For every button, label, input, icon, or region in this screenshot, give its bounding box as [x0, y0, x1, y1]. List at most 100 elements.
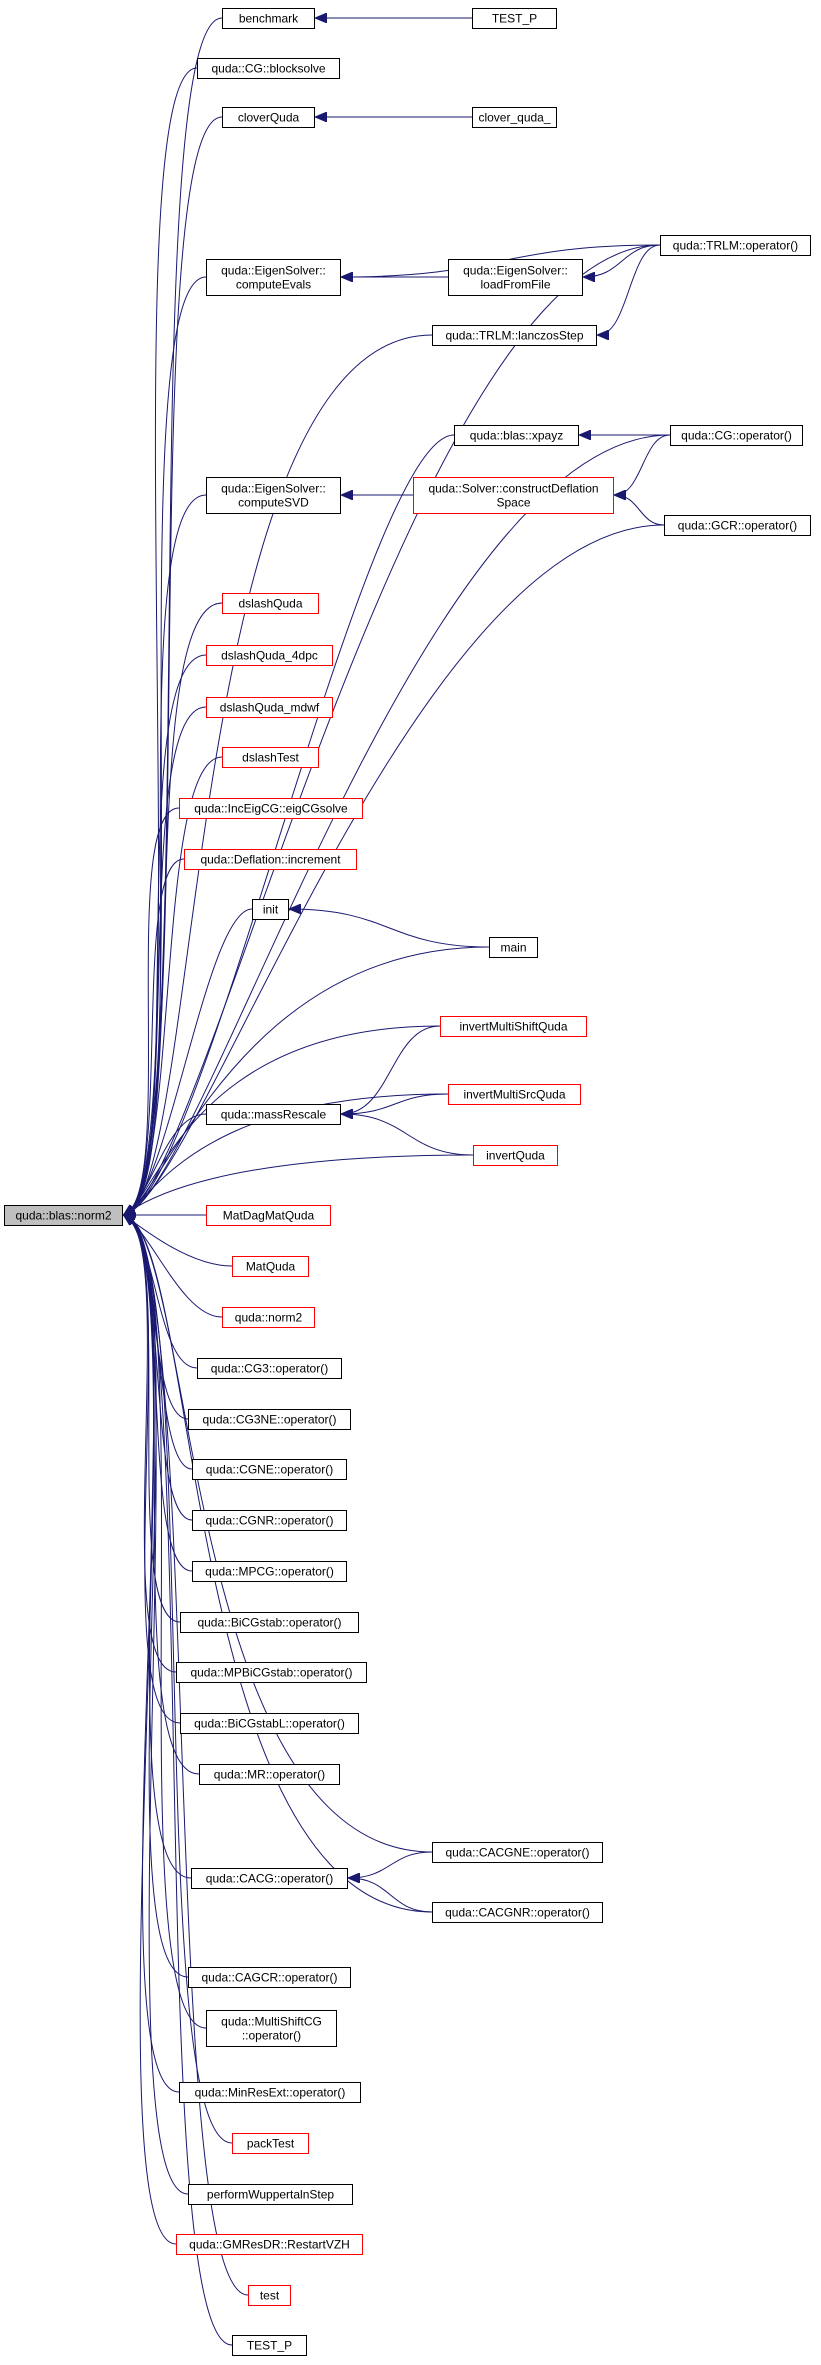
node-box [206, 477, 341, 514]
node-init[interactable]: init [252, 899, 289, 920]
node-label: quda::TRLM::operator() [673, 239, 798, 253]
node-matdagmat[interactable]: MatDagMatQuda [206, 1205, 331, 1226]
node-label: MatQuda [246, 1260, 296, 1274]
node-box [448, 259, 583, 296]
node-box [222, 1307, 315, 1328]
node-deflation-inc[interactable]: quda::Deflation::increment [184, 849, 357, 870]
node-root[interactable]: quda::blas::norm2 [4, 1205, 123, 1226]
node-label: quda::IncEigCG::eigCGsolve [194, 802, 348, 816]
edge-invertmultishift-to-massrescale [342, 1025, 441, 1114]
node-label: quda::TRLM::lanczosStep [445, 329, 583, 343]
edge-cacgnr-op-to-cacg-op [349, 1878, 433, 1913]
node-label: TEST_P [492, 12, 537, 26]
node-test-p-top[interactable]: TEST_P [472, 8, 557, 29]
node-label: dslashTest [242, 751, 299, 765]
node-cgnr-op[interactable]: quda::CGNR::operator() [192, 1510, 347, 1531]
node-box [206, 259, 341, 296]
node-label: quda::CAGCR::operator() [201, 1971, 337, 1985]
node-label: quda::MPBiCGstab::operator() [190, 1666, 352, 1680]
node-dslashquda-4dpc[interactable]: dslashQuda_4dpc [206, 645, 333, 666]
node-label: computeSVD [238, 496, 309, 510]
node-label: MatDagMatQuda [223, 1209, 315, 1223]
node-label: quda::GMResDR::RestartVZH [189, 2238, 350, 2252]
node-invertquda[interactable]: invertQuda [473, 1145, 558, 1166]
node-label: invertQuda [486, 1149, 545, 1163]
node-label: ::operator() [242, 2029, 301, 2043]
node-dslashquda[interactable]: dslashQuda [222, 593, 319, 614]
node-blas-xpayz[interactable]: quda::blas::xpayz [454, 425, 579, 446]
node-test-p-bottom[interactable]: TEST_P [232, 2335, 307, 2356]
edge-cgnr-op-to-root [124, 1215, 193, 1521]
node-quda-norm2[interactable]: quda::norm2 [222, 1307, 315, 1328]
node-cacgne-op[interactable]: quda::CACGNE::operator() [432, 1842, 603, 1863]
node-bicgstabl-op[interactable]: quda::BiCGstabL::operator() [180, 1713, 359, 1734]
node-cg3-op[interactable]: quda::CG3::operator() [197, 1358, 342, 1379]
node-benchmark[interactable]: benchmark [222, 8, 315, 29]
node-box [664, 515, 811, 536]
node-box [222, 747, 319, 768]
node-dslashtest[interactable]: dslashTest [222, 747, 319, 768]
node-gmresdr[interactable]: quda::GMResDR::RestartVZH [176, 2234, 363, 2255]
edge-dslashtest-to-root [124, 756, 223, 1215]
node-minresext-op[interactable]: quda::MinResExt::operator() [179, 2082, 361, 2103]
node-mpcg-op[interactable]: quda::MPCG::operator() [192, 1561, 347, 1582]
node-mpbicgstab-op[interactable]: quda::MPBiCGstab::operator() [176, 1662, 367, 1683]
node-wuppertal[interactable]: performWuppertalnStep [188, 2184, 353, 2205]
node-multishiftcg-op[interactable]: quda::MultiShiftCG::operator() [206, 2010, 337, 2047]
node-box [473, 1145, 558, 1166]
node-matquda[interactable]: MatQuda [232, 1256, 309, 1277]
node-box [222, 107, 315, 128]
edge-trlm-operator-to-eig-loadfromfile [584, 244, 661, 277]
node-trlm-operator[interactable]: quda::TRLM::operator() [660, 235, 811, 256]
node-packtest[interactable]: packTest [232, 2133, 309, 2154]
node-test[interactable]: test [248, 2285, 291, 2306]
node-label: quda::MPCG::operator() [205, 1565, 334, 1579]
node-main[interactable]: main [489, 937, 538, 958]
edge-gcr-operator-to-solver-defl [615, 495, 665, 526]
node-label: quda::CGNR::operator() [205, 1514, 333, 1528]
node-bicgstab-op[interactable]: quda::BiCGstab::operator() [180, 1612, 359, 1633]
edge-layer [124, 18, 671, 2346]
edge-cg-blocksolve-to-root [124, 67, 198, 1215]
node-massrescale[interactable]: quda::massRescale [206, 1104, 341, 1125]
node-label: quda::EigenSolver:: [221, 264, 326, 278]
node-label: quda::massRescale [221, 1108, 327, 1122]
node-cgne-op[interactable]: quda::CGNE::operator() [192, 1459, 347, 1480]
node-invertmultishift[interactable]: invertMultiShiftQuda [440, 1016, 587, 1037]
node-cg-blocksolve[interactable]: quda::CG::blocksolve [197, 58, 340, 79]
node-box [180, 1612, 359, 1633]
node-invertmultisrc[interactable]: invertMultiSrcQuda [448, 1084, 581, 1105]
node-cg-operator[interactable]: quda::CG::operator() [670, 425, 803, 446]
node-box [232, 2133, 309, 2154]
node-box [197, 1358, 342, 1379]
edge-cacg-op-to-root [124, 1215, 192, 1879]
node-gcr-operator[interactable]: quda::GCR::operator() [664, 515, 811, 536]
node-eig-computeevals[interactable]: quda::EigenSolver::computeEvals [206, 259, 341, 296]
node-clover-quda-[interactable]: clover_quda_ [472, 107, 557, 128]
node-cagcr-op[interactable]: quda::CAGCR::operator() [188, 1967, 351, 1988]
edge-gmresdr-to-root [124, 1215, 177, 2245]
node-cacg-op[interactable]: quda::CACG::operator() [191, 1868, 348, 1889]
node-cg3ne-op[interactable]: quda::CG3NE::operator() [188, 1409, 351, 1430]
node-mr-op[interactable]: quda::MR::operator() [199, 1764, 340, 1785]
node-box [176, 2234, 363, 2255]
node-eig-computesvd[interactable]: quda::EigenSolver::computeSVD [206, 477, 341, 514]
node-label: dslashQuda [238, 597, 302, 611]
node-box [232, 1256, 309, 1277]
node-cloverquda[interactable]: cloverQuda [222, 107, 315, 128]
edge-mpbicgstab-op-to-root [124, 1215, 177, 1673]
edge-invertmultisrc-to-root [124, 1093, 449, 1215]
node-cacgnr-op[interactable]: quda::CACGNR::operator() [432, 1902, 603, 1923]
node-label: quda::GCR::operator() [678, 519, 797, 533]
node-eig-loadfromfile[interactable]: quda::EigenSolver::loadFromFile [448, 259, 583, 296]
node-inceigcg[interactable]: quda::IncEigCG::eigCGsolve [179, 798, 363, 819]
node-box [206, 1205, 331, 1226]
node-trlm-lanczos[interactable]: quda::TRLM::lanczosStep [432, 325, 597, 346]
node-box [199, 1764, 340, 1785]
node-dslashquda-mdwf[interactable]: dslashQuda_mdwf [206, 697, 333, 718]
node-box [192, 1510, 347, 1531]
node-box [432, 325, 597, 346]
node-box [432, 1842, 603, 1863]
